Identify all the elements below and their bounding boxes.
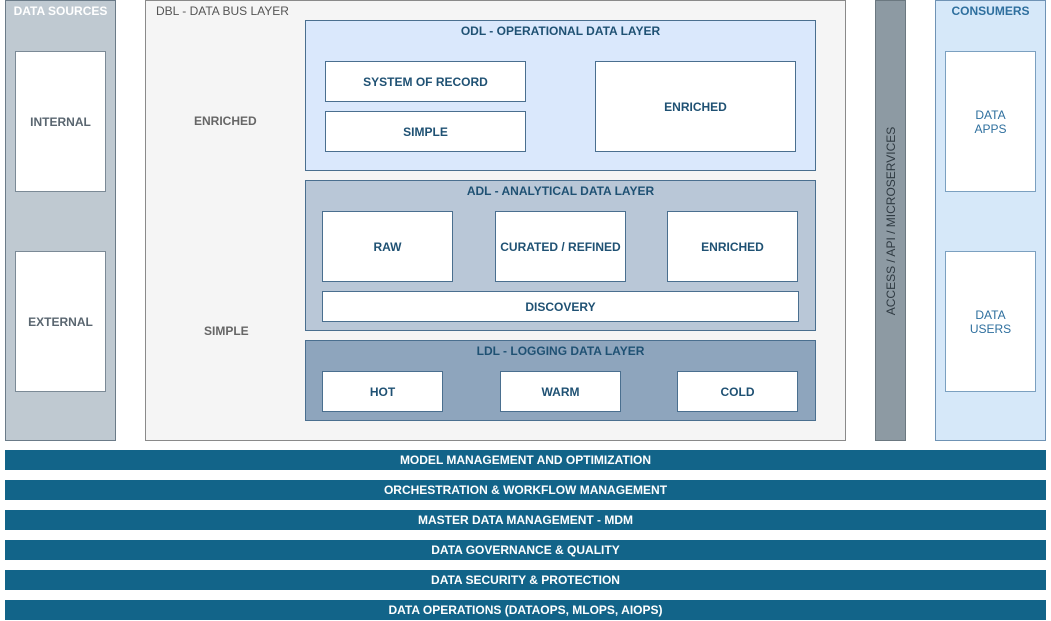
access-api-label: ACCESS / API / MICROSERVICES xyxy=(883,126,898,316)
ldl-title: LDL - LOGGING DATA LAYER xyxy=(476,344,645,358)
discovery-box[interactable]: DISCOVERY xyxy=(322,291,799,322)
consumers-title: CONSUMERS xyxy=(951,4,1030,18)
internal-source-box[interactable]: INTERNAL xyxy=(15,51,106,192)
data-users-box[interactable]: DATA USERS xyxy=(945,251,1036,392)
odl-title: ODL - OPERATIONAL DATA LAYER xyxy=(460,24,661,38)
hot-box[interactable]: HOT xyxy=(322,371,443,412)
system-of-record-box[interactable]: SYSTEM OF RECORD xyxy=(325,61,526,102)
curated-refined-box[interactable]: CURATED / REFINED xyxy=(495,211,626,282)
data-apps-box[interactable]: DATA APPS xyxy=(945,51,1036,192)
access-api-microservices-bar[interactable]: ACCESS / API / MICROSERVICES xyxy=(875,0,906,441)
data-sources-panel: DATA SOURCES INTERNAL EXTERNAL xyxy=(5,0,116,441)
data-bus-layer-panel: DBL - DATA BUS LAYER ENRICHED SIMPLE ODL… xyxy=(145,0,846,441)
external-source-box[interactable]: EXTERNAL xyxy=(15,251,106,392)
analytical-data-layer: ADL - ANALYTICAL DATA LAYER RAW CURATED … xyxy=(305,180,816,331)
logging-data-layer: LDL - LOGGING DATA LAYER HOT WARM COLD xyxy=(305,340,816,421)
warm-box[interactable]: WARM xyxy=(500,371,621,412)
operational-data-layer: ODL - OPERATIONAL DATA LAYER SYSTEM OF R… xyxy=(305,20,816,171)
odl-enriched-box[interactable]: ENRICHED xyxy=(595,61,796,152)
data-operations-bar[interactable]: DATA OPERATIONS (DATAOPS, MLOPS, AIOPS) xyxy=(5,600,1046,620)
data-bus-layer-title: DBL - DATA BUS LAYER xyxy=(156,4,289,18)
master-data-management-bar[interactable]: MASTER DATA MANAGEMENT - MDM xyxy=(5,510,1046,530)
model-management-bar[interactable]: MODEL MANAGEMENT AND OPTIMIZATION xyxy=(5,450,1046,470)
adl-enriched-box[interactable]: ENRICHED xyxy=(667,211,798,282)
dbl-enriched-label: ENRICHED xyxy=(194,114,257,128)
data-sources-title: DATA SOURCES xyxy=(13,4,108,18)
raw-box[interactable]: RAW xyxy=(322,211,453,282)
dbl-simple-label: SIMPLE xyxy=(204,324,249,338)
orchestration-bar[interactable]: ORCHESTRATION & WORKFLOW MANAGEMENT xyxy=(5,480,1046,500)
data-security-bar[interactable]: DATA SECURITY & PROTECTION xyxy=(5,570,1046,590)
consumers-panel: CONSUMERS DATA APPS DATA USERS xyxy=(935,0,1046,441)
odl-simple-box[interactable]: SIMPLE xyxy=(325,111,526,152)
adl-title: ADL - ANALYTICAL DATA LAYER xyxy=(466,184,655,198)
cold-box[interactable]: COLD xyxy=(677,371,798,412)
data-governance-bar[interactable]: DATA GOVERNANCE & QUALITY xyxy=(5,540,1046,560)
